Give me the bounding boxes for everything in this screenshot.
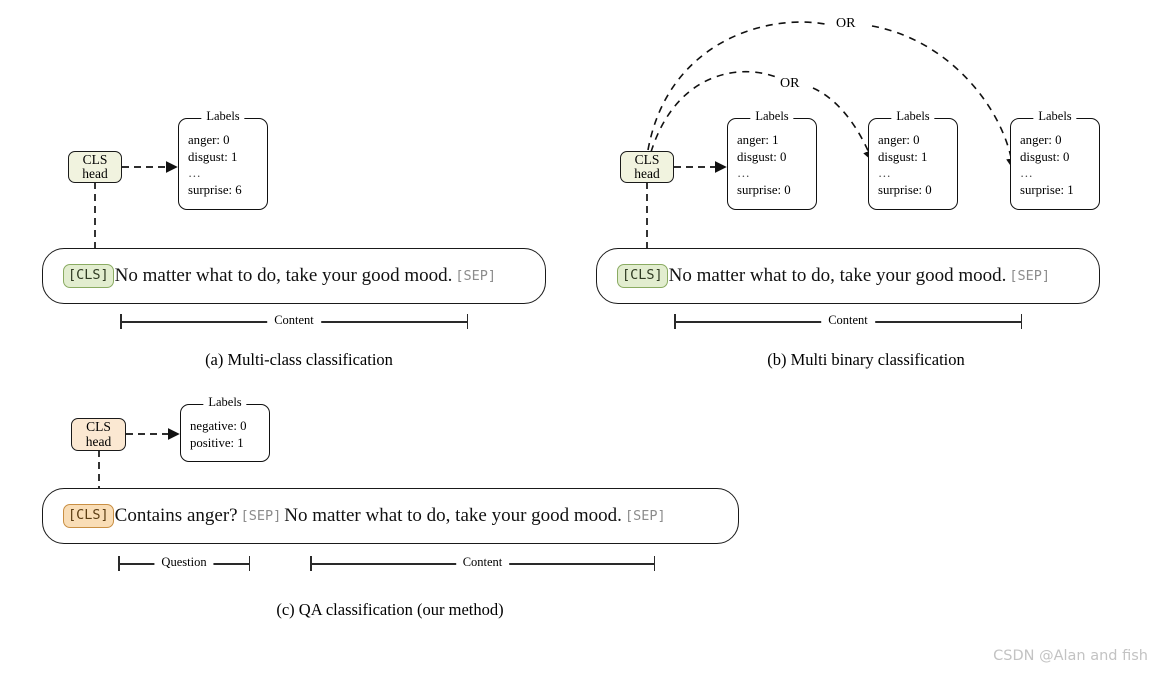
sep-token-c-2: [SEP] xyxy=(624,508,666,524)
measure-label-question-c: Question xyxy=(154,555,214,570)
watermark: CSDN @Alan and fish xyxy=(993,648,1148,664)
cls-token-a[interactable]: [CLS] xyxy=(63,264,114,288)
labels-box-b-1: Labels anger: 1 disgust: 0 … surprise: 0 xyxy=(727,110,817,210)
label-row-ellipsis: … xyxy=(188,166,202,181)
or-label-inner-b: OR xyxy=(775,76,805,92)
cls-head-a[interactable]: CLS head xyxy=(68,151,122,183)
label-row: anger: 0 xyxy=(878,133,920,147)
labels-list-b-2: anger: 0 disgust: 1 … surprise: 0 xyxy=(878,132,957,199)
label-row-ellipsis: … xyxy=(737,166,751,181)
cls-head-c[interactable]: CLS head xyxy=(71,418,126,451)
sep-token-b: [SEP] xyxy=(1009,268,1050,284)
or-label-outer-b: OR xyxy=(831,16,861,32)
measure-label-content-c: Content xyxy=(455,555,510,570)
label-row: disgust: 0 xyxy=(737,149,787,164)
sentence-content-b: No matter what to do, take your good moo… xyxy=(668,265,1007,286)
measure-cap-right xyxy=(1020,314,1022,329)
cls-head-a-line2: head xyxy=(82,166,108,181)
cls-head-c-line2: head xyxy=(85,433,112,449)
sentence-capsule-a: [CLS] No matter what to do, take your go… xyxy=(42,248,546,304)
label-row: positive: 1 xyxy=(190,435,244,450)
panel-caption-c: (c) QA classification (our method) xyxy=(276,600,504,619)
sep-token-a: [SEP] xyxy=(455,268,496,284)
sentence-content-c: No matter what to do, take your good moo… xyxy=(284,505,622,526)
label-row: disgust: 0 xyxy=(1020,149,1070,164)
panel-caption-b: (b) Multi binary classification xyxy=(767,350,965,369)
measure-content-c: Content xyxy=(310,555,655,572)
cls-head-b-line1: CLS xyxy=(634,151,660,167)
label-row: surprise: 1 xyxy=(1020,182,1074,197)
cls-token-c[interactable]: [CLS] xyxy=(63,504,114,528)
cls-head-c-line1: CLS xyxy=(86,419,111,435)
measure-question-c: Question xyxy=(118,555,250,572)
measure-cap-right xyxy=(653,556,655,571)
measure-cap-right xyxy=(466,314,468,329)
label-row-ellipsis: … xyxy=(878,166,892,181)
measure-content-a: Content xyxy=(120,313,468,330)
label-row: anger: 0 xyxy=(1020,133,1062,147)
arc-or-inner-b-tail xyxy=(812,87,874,162)
sentence-capsule-c: [CLS] Contains anger? [SEP] No matter wh… xyxy=(42,488,739,544)
labels-box-c: Labels negative: 0 positive: 1 xyxy=(180,396,270,462)
labels-list-a: anger: 0 disgust: 1 … surprise: 6 xyxy=(188,132,267,199)
sep-token-c-1: [SEP] xyxy=(240,508,282,524)
labels-title-a: Labels xyxy=(201,110,245,123)
labels-list-b-3: anger: 0 disgust: 0 … surprise: 1 xyxy=(1020,132,1099,199)
label-row: anger: 1 xyxy=(737,133,779,147)
label-row: negative: 0 xyxy=(190,419,247,433)
labels-title-b-2: Labels xyxy=(891,110,935,123)
labels-title-b-3: Labels xyxy=(1033,110,1077,123)
labels-title-c: Labels xyxy=(203,396,247,409)
label-row: surprise: 0 xyxy=(737,182,791,197)
label-row: disgust: 1 xyxy=(878,149,928,164)
sentence-content-a: No matter what to do, take your good moo… xyxy=(114,265,453,286)
measure-content-b: Content xyxy=(674,313,1022,330)
label-row-ellipsis: … xyxy=(1020,166,1034,181)
cls-token-b[interactable]: [CLS] xyxy=(617,264,668,288)
panel-caption-a: (a) Multi-class classification xyxy=(205,350,393,369)
labels-list-c: negative: 0 positive: 1 xyxy=(190,418,269,451)
measure-label-content-a: Content xyxy=(267,313,321,328)
cls-head-a-line1: CLS xyxy=(82,151,108,167)
sentence-capsule-b: [CLS] No matter what to do, take your go… xyxy=(596,248,1100,304)
cls-head-b[interactable]: CLS head xyxy=(620,151,674,183)
measure-cap-right xyxy=(248,556,250,571)
labels-box-a: Labels anger: 0 disgust: 1 … surprise: 6 xyxy=(178,110,268,210)
label-row: anger: 0 xyxy=(188,133,230,147)
cls-head-b-line2: head xyxy=(634,166,660,181)
label-row: surprise: 6 xyxy=(188,182,242,197)
labels-list-b-1: anger: 1 disgust: 0 … surprise: 0 xyxy=(737,132,816,199)
labels-title-b-1: Labels xyxy=(750,110,794,123)
labels-box-b-2: Labels anger: 0 disgust: 1 … surprise: 0 xyxy=(868,110,958,210)
question-content-c: Contains anger? xyxy=(114,505,238,526)
label-row: surprise: 0 xyxy=(878,182,932,197)
labels-box-b-3: Labels anger: 0 disgust: 0 … surprise: 1 xyxy=(1010,110,1100,210)
label-row: disgust: 1 xyxy=(188,149,238,164)
measure-label-content-b: Content xyxy=(821,313,875,328)
